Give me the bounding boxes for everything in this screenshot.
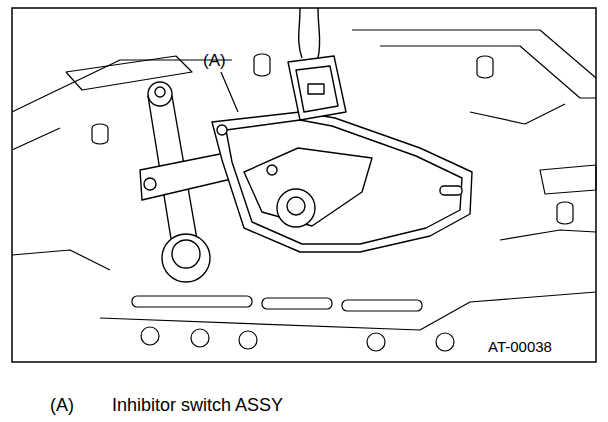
mount-slot [440,186,462,195]
switch-hub [277,189,315,227]
housing-edge [12,128,60,150]
housing-edge [12,250,110,270]
lever-end [148,82,172,106]
switch-hub-bore [287,197,305,215]
bolt [239,331,257,349]
mount-hole [217,125,227,135]
housing-slot [66,56,192,90]
wire [299,8,302,58]
connector-housing [288,56,346,120]
housing-edge [352,30,596,78]
connector-latch [308,84,324,94]
peg [254,54,270,76]
bolt [141,327,159,345]
part-name: Inhibitor switch ASSY [112,396,283,414]
detent-pin [144,178,156,190]
switch-body [212,112,472,252]
valve-slot [262,298,332,309]
switch-body-inner [226,120,462,244]
lever-boss [162,234,210,282]
callout-label: (A) [203,52,226,69]
peg [92,124,108,144]
lever-shaft [172,240,200,268]
peg [477,56,493,78]
housing-edge [12,60,232,112]
valve-slot [132,296,252,307]
figure-frame [12,8,596,362]
housing-block [540,165,596,194]
wire [318,8,320,58]
bolts [141,327,454,351]
lever-pin [155,87,165,97]
bolt [436,333,454,351]
housing-edge [470,104,565,124]
valve-body-edge [100,292,596,330]
leader-line [221,72,238,112]
peg [557,202,573,224]
rotor-hole [267,165,277,175]
bolt [191,329,209,347]
valve-slot [342,300,422,311]
connector [288,8,346,120]
switch-rotor [244,148,372,226]
housing-edge [500,230,596,240]
housing-lines [12,30,596,330]
housing-edge [380,46,596,98]
connector-face [296,66,338,112]
caption-callout: (A) [50,396,74,414]
figure-code: AT-00038 [488,339,552,354]
bolt [367,333,385,351]
inhibitor-switch [212,112,472,252]
